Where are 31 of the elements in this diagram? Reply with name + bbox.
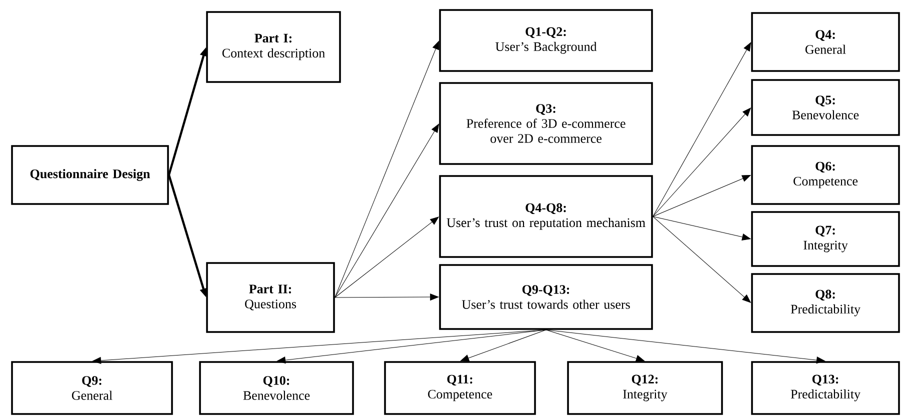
arrow — [652, 216, 751, 240]
arrow — [334, 124, 439, 298]
arrow — [334, 40, 440, 298]
arrow — [546, 330, 645, 362]
arrow — [92, 330, 546, 364]
arrow — [652, 216, 751, 303]
process-box: Q6: Competence — [751, 145, 900, 205]
process-box: Q9: General — [11, 361, 173, 415]
process-box: Q4-Q8: User’s trust on reputation mechanism — [439, 175, 653, 258]
process-box: Q4: General — [751, 12, 900, 72]
arrow — [652, 175, 751, 217]
process-box: Q7: Integrity — [751, 211, 900, 267]
process-box: Q3: Preference of 3D e-commerce over 2D e-commerce — [439, 82, 653, 165]
arrow — [334, 216, 439, 298]
process-box: Q9-Q13: User’s trust towards other users — [439, 264, 653, 330]
process-box: Q12: Integrity — [567, 361, 723, 415]
arrow — [276, 330, 546, 364]
process-box: Part II: Questions — [206, 262, 335, 333]
process-box: Part I: Context description — [206, 11, 341, 83]
process-box: Questionnaire Design — [11, 145, 169, 205]
process-box: Q5: Benevolence — [751, 79, 900, 136]
process-box: Q13: Predictability — [751, 361, 900, 415]
process-box: Q8: Predictability — [751, 273, 900, 333]
arrow — [652, 42, 752, 217]
process-box: Q1-Q2: User’s Background — [439, 9, 653, 72]
arrow — [334, 294, 439, 300]
process-box: Q11: Competence — [384, 361, 536, 415]
arrow — [546, 330, 826, 364]
arrow — [652, 108, 751, 217]
arrow — [460, 330, 546, 362]
process-box: Q10: Benevolence — [199, 361, 354, 415]
